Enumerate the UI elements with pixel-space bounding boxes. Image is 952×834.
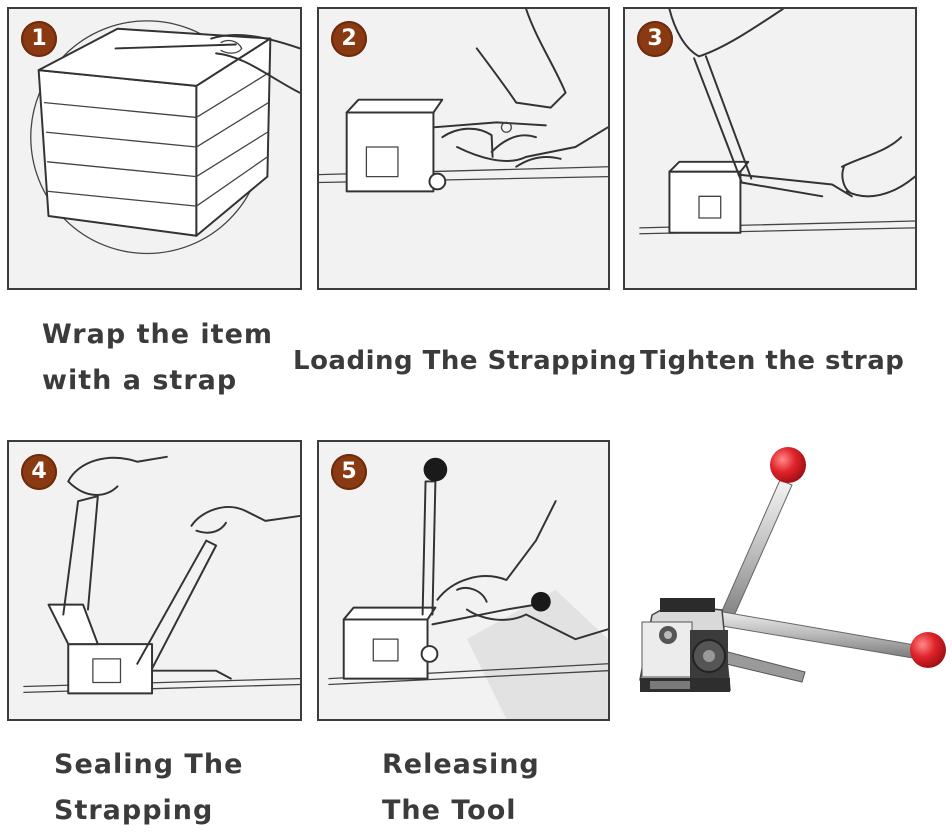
- step-2-caption-line1: Loading The Strapping: [293, 346, 637, 376]
- step-2-badge: 2: [331, 21, 367, 57]
- releasing-tool-drawing: [328, 457, 608, 719]
- step-1-illustration: 1: [7, 7, 302, 290]
- step-5-caption-line1: Releasing: [382, 749, 540, 780]
- step-3-illustration: 3: [623, 7, 917, 290]
- box-wrap-drawing: [30, 20, 300, 255]
- step-4-illustration: 4: [7, 440, 302, 721]
- loading-strap-drawing: [319, 9, 608, 193]
- step-1-badge: 1: [21, 21, 57, 57]
- step-3-badge: 3: [637, 21, 673, 57]
- step-3-caption-line1: Tighten the strap: [640, 346, 905, 376]
- step-5-illustration: 5: [317, 440, 610, 721]
- step-1-caption-line2: with a strap: [42, 365, 238, 396]
- strapping-tool-product-image: [630, 440, 950, 730]
- step-5-badge: 5: [331, 454, 367, 490]
- step-4-caption-line1: Sealing The: [54, 749, 244, 780]
- step-2-illustration: 2: [317, 7, 610, 290]
- sealing-strap-drawing: [23, 455, 300, 695]
- tighten-strap-drawing: [639, 9, 915, 235]
- step-1-caption-line1: Wrap the item: [42, 319, 274, 350]
- step-4-badge: 4: [21, 454, 57, 490]
- step-5-caption-line2: The Tool: [382, 795, 517, 826]
- step-4-caption-line2: Strapping: [54, 795, 214, 826]
